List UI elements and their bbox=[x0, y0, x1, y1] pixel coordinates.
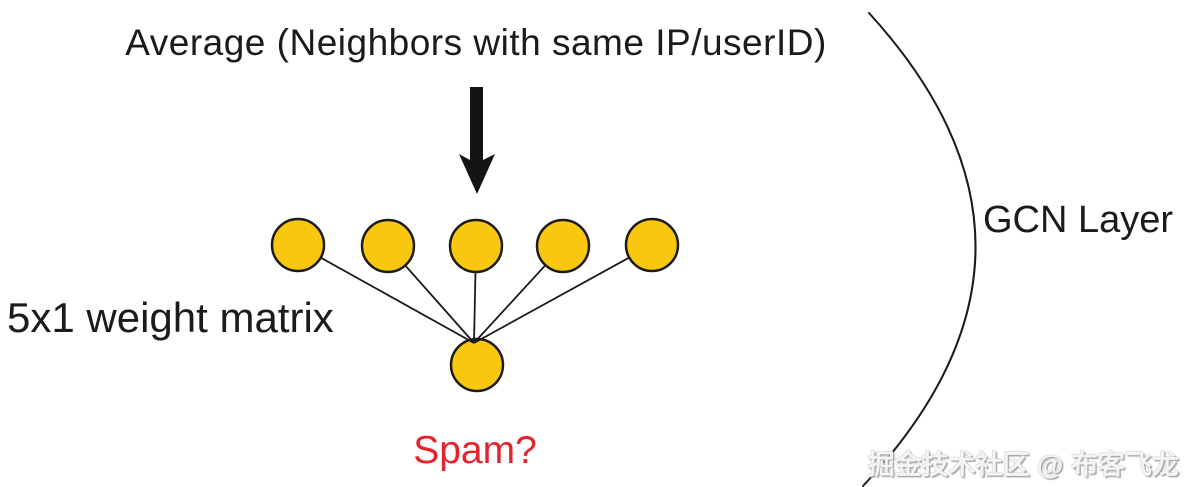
input-node bbox=[624, 217, 680, 273]
input-node bbox=[270, 217, 326, 273]
watermark-text: 掘金技术社区 @ 布客飞龙 bbox=[867, 450, 1179, 480]
weight-matrix-label: 5x1 weight matrix bbox=[7, 294, 334, 341]
output-node bbox=[449, 337, 505, 393]
graph-nodes-and-edges bbox=[270, 217, 680, 393]
spam-output-label: Spam? bbox=[413, 429, 537, 472]
gcn-layer-brace-arc bbox=[862, 12, 977, 487]
edge-line bbox=[473, 244, 653, 344]
input-node bbox=[448, 218, 504, 274]
down-arrow-icon bbox=[459, 87, 495, 194]
gcn-layer-label: GCN Layer bbox=[983, 199, 1174, 241]
edge-line bbox=[297, 244, 475, 344]
input-node bbox=[535, 218, 591, 274]
diagram-title: Average (Neighbors with same IP/userID) bbox=[125, 22, 827, 63]
input-node bbox=[360, 218, 416, 274]
